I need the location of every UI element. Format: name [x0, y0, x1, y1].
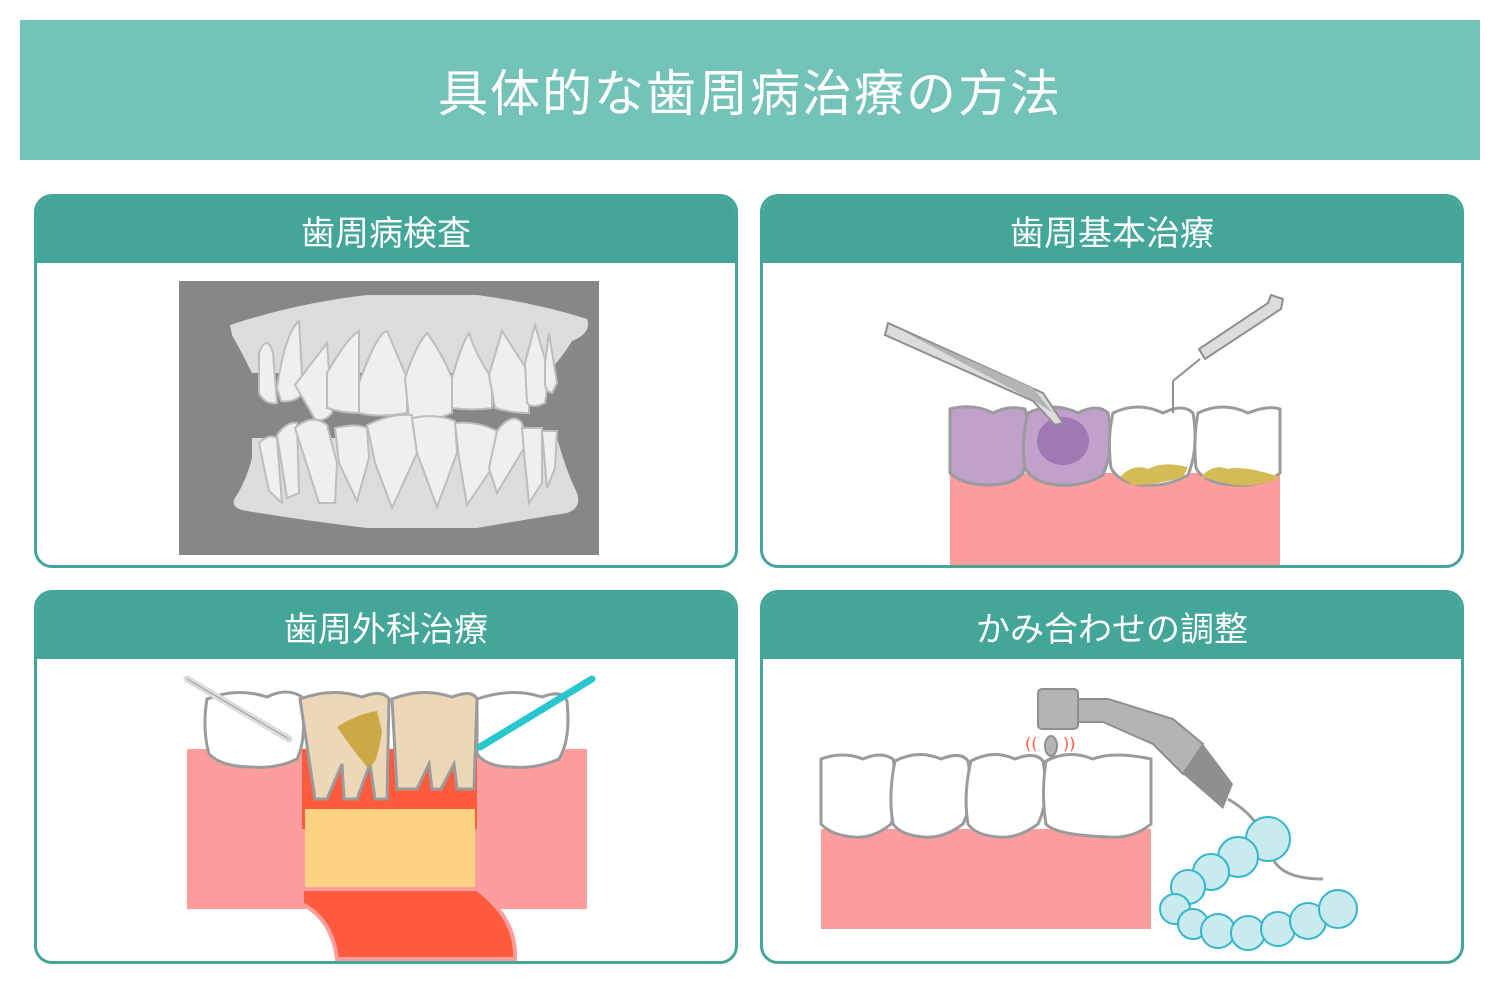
card-periodontal-exam: 歯周病検査: [34, 194, 738, 568]
card-illustration: [37, 659, 735, 961]
card-header: かみ合わせの調整: [763, 593, 1461, 659]
flap-surgery-icon: [183, 675, 596, 961]
card-header: 歯周基本治療: [763, 197, 1461, 263]
card-illustration: [763, 263, 1461, 565]
card-illustration: [37, 263, 735, 565]
svg-text:((: ((: [1025, 734, 1037, 753]
page-title: 具体的な歯周病治療の方法: [438, 65, 1062, 123]
bite-adjustment-icon: (( )): [819, 688, 1358, 951]
scaling-teeth-icon: [883, 293, 1285, 565]
title-banner: 具体的な歯周病治療の方法: [20, 20, 1480, 160]
card-bite-adjustment: かみ合わせの調整 (( )): [760, 590, 1464, 964]
xray-teeth-icon: [179, 281, 599, 555]
card-periodontal-surgery: 歯周外科治療: [34, 590, 738, 964]
card-header: 歯周病検査: [37, 197, 735, 263]
card-header: 歯周外科治療: [37, 593, 735, 659]
card-basic-periodontal-treatment: 歯周基本治療: [760, 194, 1464, 568]
card-illustration: (( )): [763, 659, 1461, 961]
svg-text:)): )): [1063, 734, 1075, 753]
